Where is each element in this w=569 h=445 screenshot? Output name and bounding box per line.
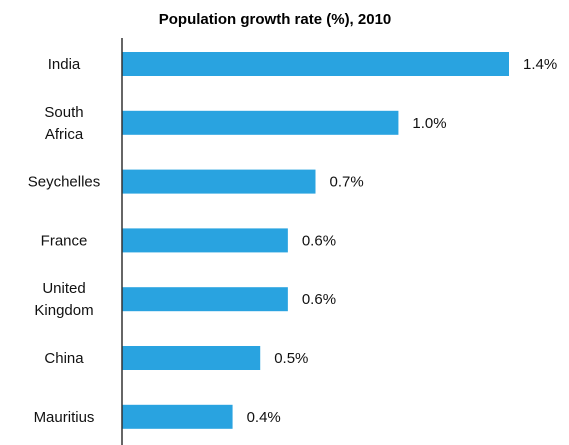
value-labels-layer: 1.4% 1.0% 0.7% 0.6% 0.6% 0.5% 0.4% <box>247 56 558 426</box>
category-label: United <box>42 280 85 297</box>
bar <box>122 110 399 135</box>
value-label: 1.0% <box>412 115 446 132</box>
value-label: 0.7% <box>330 174 364 191</box>
category-label: China <box>44 350 84 367</box>
value-label: 0.6% <box>302 291 336 308</box>
value-label: 0.5% <box>274 350 308 367</box>
chart-title: Population growth rate (%), 2010 <box>159 11 392 28</box>
bars-layer <box>122 52 509 429</box>
category-label: Africa <box>45 126 84 143</box>
bar <box>122 346 261 370</box>
bar <box>122 228 288 253</box>
bar <box>122 287 288 312</box>
category-label: France <box>41 232 88 249</box>
category-label: Seychelles <box>28 174 101 191</box>
bar <box>122 404 233 429</box>
category-label: Mauritius <box>34 409 95 426</box>
category-label: South <box>44 104 83 121</box>
bar <box>122 52 509 76</box>
category-label: India <box>48 56 81 73</box>
value-label: 1.4% <box>523 56 557 73</box>
bar <box>122 169 316 194</box>
category-label: Kingdom <box>34 302 93 319</box>
value-label: 0.6% <box>302 232 336 249</box>
value-label: 0.4% <box>247 409 281 426</box>
category-labels-layer: IndiaSouthAfricaSeychellesFranceUnitedKi… <box>28 56 101 426</box>
